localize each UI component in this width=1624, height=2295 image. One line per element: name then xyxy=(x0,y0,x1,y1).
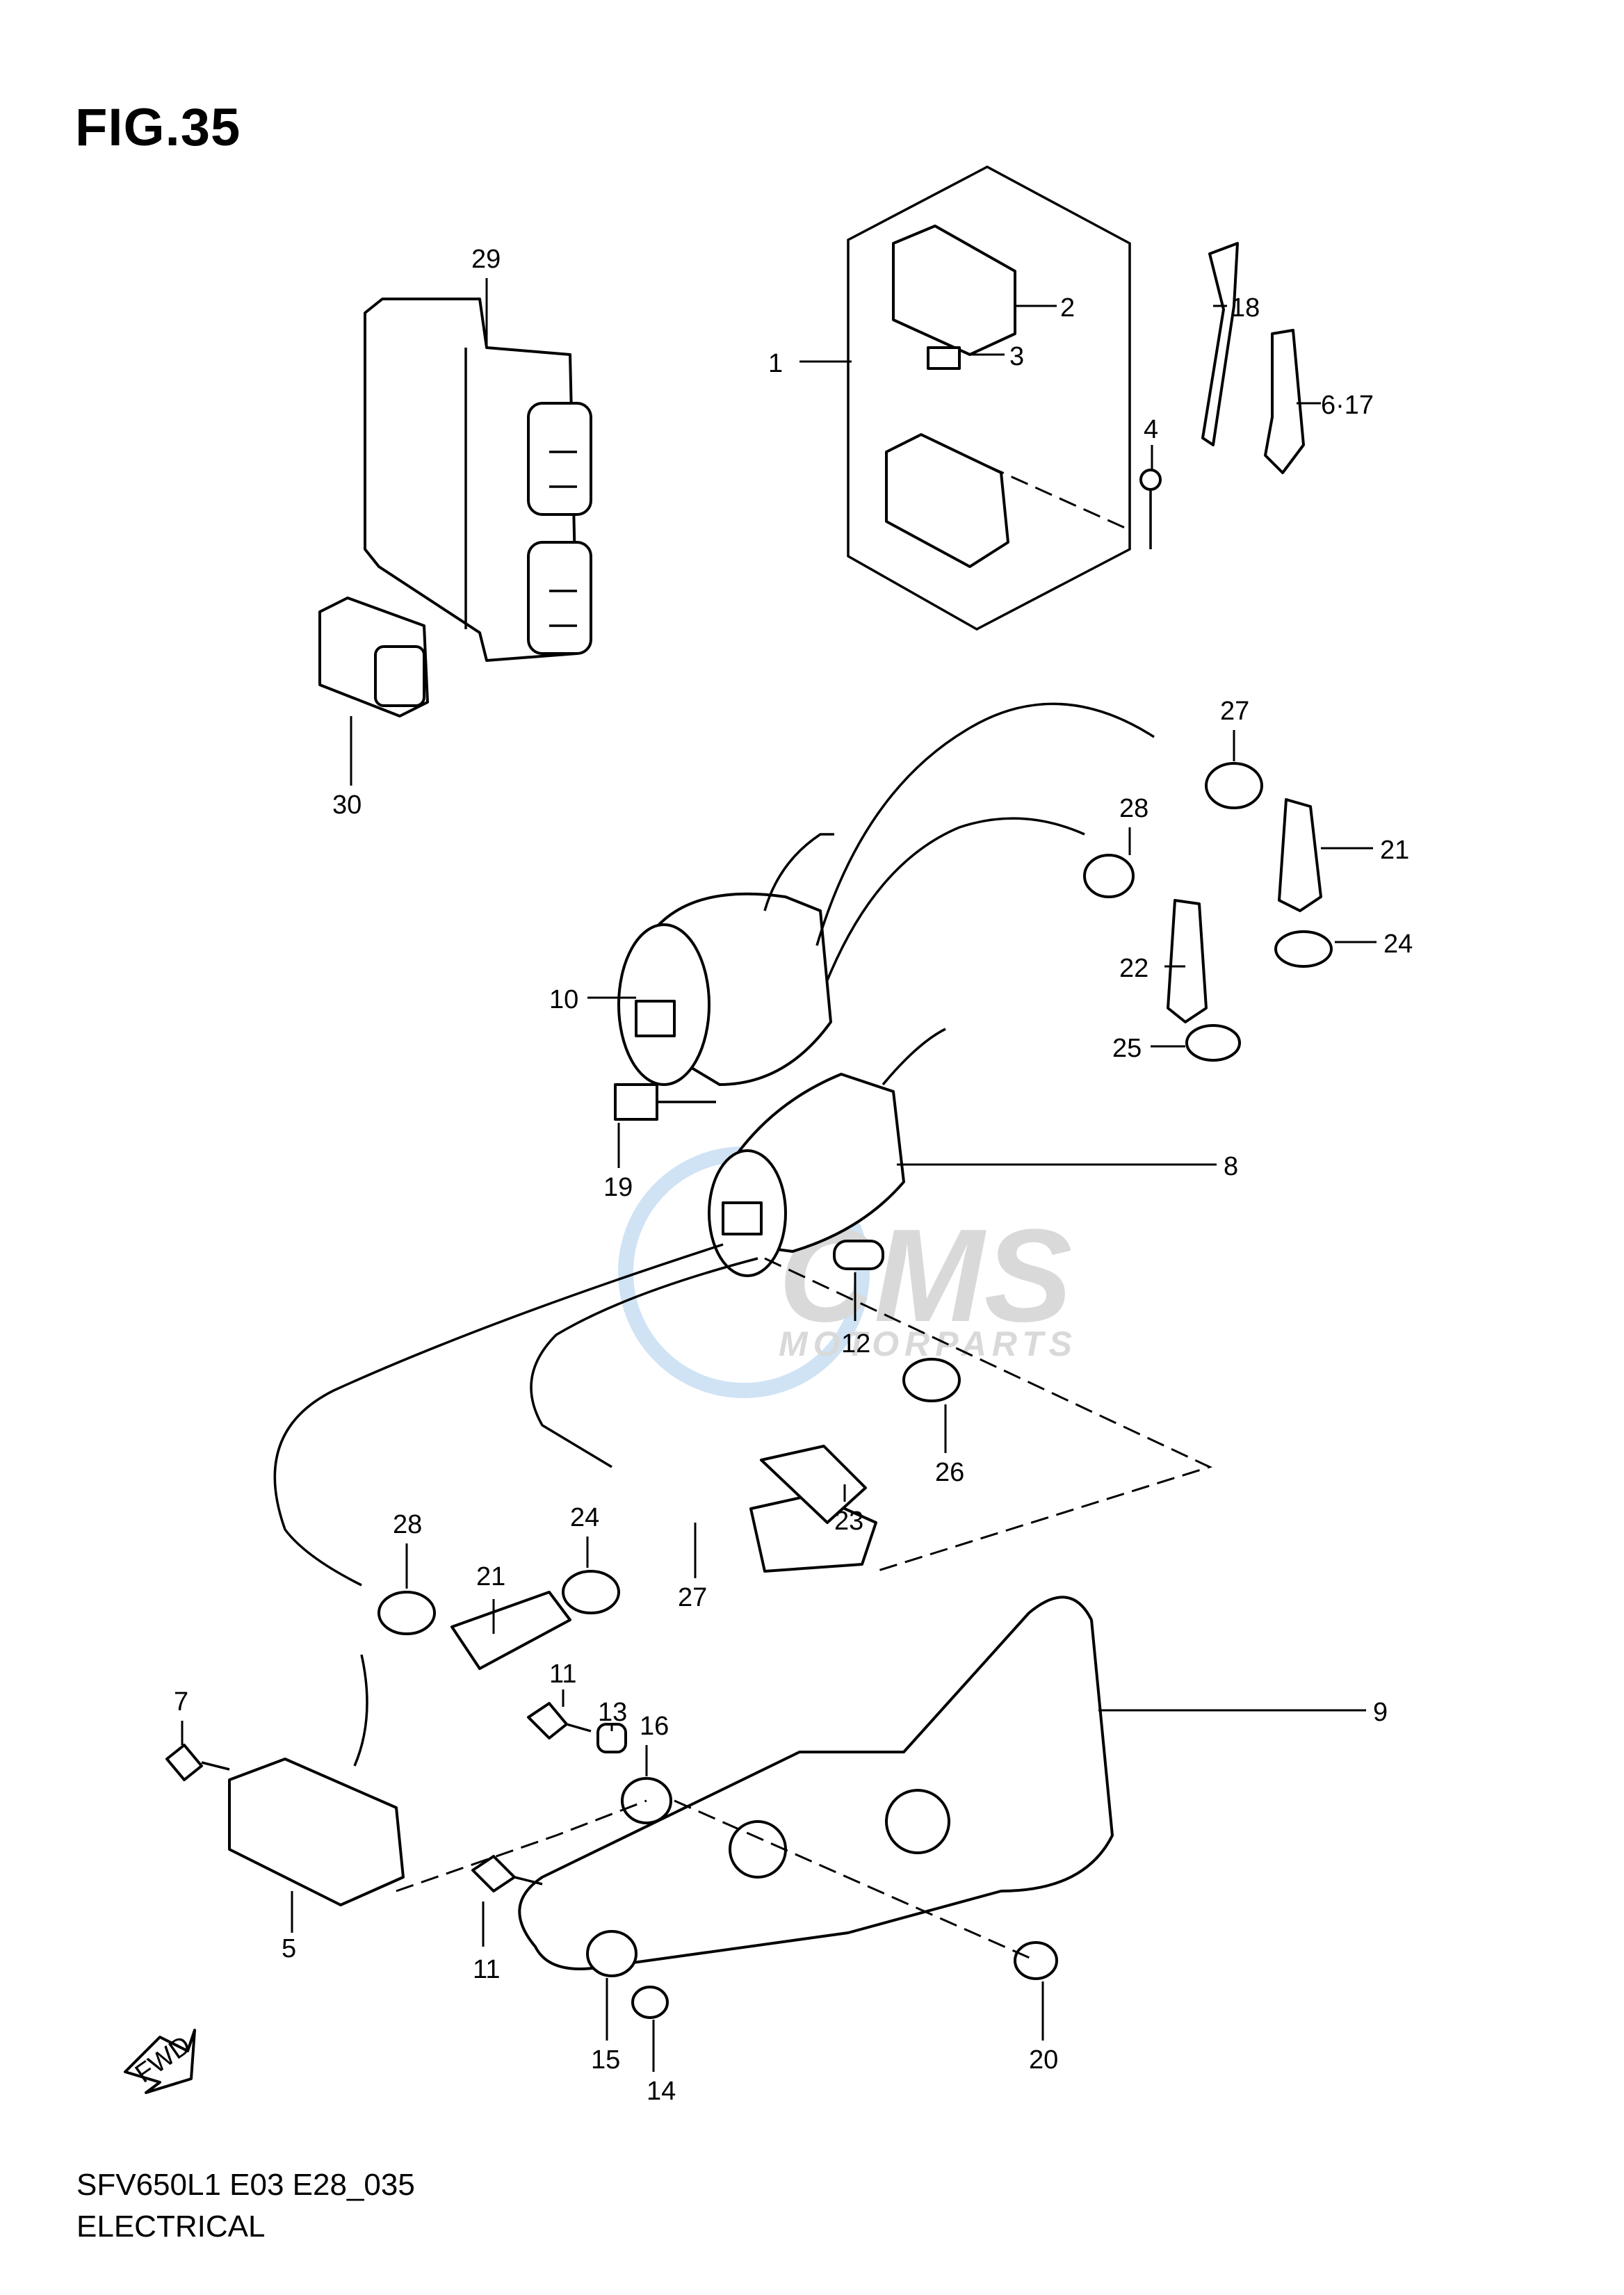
callout-label: 3 xyxy=(1009,342,1024,371)
section-name: ELECTRICAL xyxy=(76,2209,266,2244)
callout-label: 28 xyxy=(1119,794,1148,823)
plug-caps xyxy=(377,762,1333,1670)
part-18-cable-tie xyxy=(1201,242,1239,446)
part-30-connector xyxy=(318,597,429,717)
callout-label: 24 xyxy=(1383,930,1413,959)
model-code: SFV650L1 E03 E28_035 xyxy=(76,2168,415,2202)
part-6-17-clamp xyxy=(1264,329,1305,474)
callout-label: 18 xyxy=(1231,293,1260,323)
callout-label: 26 xyxy=(935,1458,964,1487)
callout-label: 16 xyxy=(640,1712,669,1741)
part-9-bracket xyxy=(518,1596,1114,1970)
callout-label: 14 xyxy=(647,2077,676,2106)
callout-label: 30 xyxy=(332,790,362,820)
high-tension-leads xyxy=(273,702,1155,1587)
callout-label: 7 xyxy=(174,1687,188,1717)
part-29-ecm xyxy=(364,298,592,662)
callout-label: 5 xyxy=(282,1934,296,1963)
callout-label: 8 xyxy=(1224,1152,1238,1181)
callout-label: 15 xyxy=(591,2045,620,2075)
callout-label: 28 xyxy=(393,1510,422,1539)
callout-label: 6·17 xyxy=(1321,391,1374,420)
part-12-sleeve xyxy=(833,1240,884,1270)
callout-label: 1 xyxy=(768,349,783,378)
part-1-relay-box xyxy=(847,165,1131,631)
callout-label: 4 xyxy=(1144,415,1158,444)
callout-label: 20 xyxy=(1029,2045,1058,2075)
callout-label: 22 xyxy=(1119,954,1148,983)
callout-label: 10 xyxy=(549,985,578,1014)
watermark-subtitle: MOTORPARTS xyxy=(779,1324,1078,1363)
callout-label: 24 xyxy=(570,1503,599,1532)
part-19-bolt xyxy=(614,1083,716,1121)
callout-label: 27 xyxy=(1220,697,1249,726)
callout-label: 12 xyxy=(841,1329,870,1359)
callout-label: 13 xyxy=(598,1698,627,1727)
part-5-regulator xyxy=(228,1654,405,1906)
callout-label: 19 xyxy=(603,1173,633,1202)
part-4-bolt xyxy=(1139,469,1162,549)
callout-label: 23 xyxy=(834,1507,863,1536)
callout-label: 29 xyxy=(471,245,501,274)
callout-label: 21 xyxy=(1380,836,1409,865)
callout-label: 25 xyxy=(1112,1034,1142,1063)
part-10-ignition-coil xyxy=(617,892,832,1086)
dashed-guides xyxy=(396,1257,1213,1962)
callout-labels: 123456·177891011111213141516181920212122… xyxy=(174,245,1413,2106)
part-8-ignition-coil xyxy=(708,1073,905,1277)
callout-label: 9 xyxy=(1373,1698,1388,1727)
fwd-arrow-icon: FWD xyxy=(124,2029,196,2094)
figure-title: FIG.35 xyxy=(75,98,241,157)
callout-label: 11 xyxy=(473,1955,500,1984)
small-hardware xyxy=(165,1702,1058,2019)
callout-label: 21 xyxy=(476,1562,505,1591)
callout-label: 11 xyxy=(549,1660,576,1689)
callout-label: 27 xyxy=(678,1583,707,1612)
callout-label: 2 xyxy=(1060,293,1075,323)
